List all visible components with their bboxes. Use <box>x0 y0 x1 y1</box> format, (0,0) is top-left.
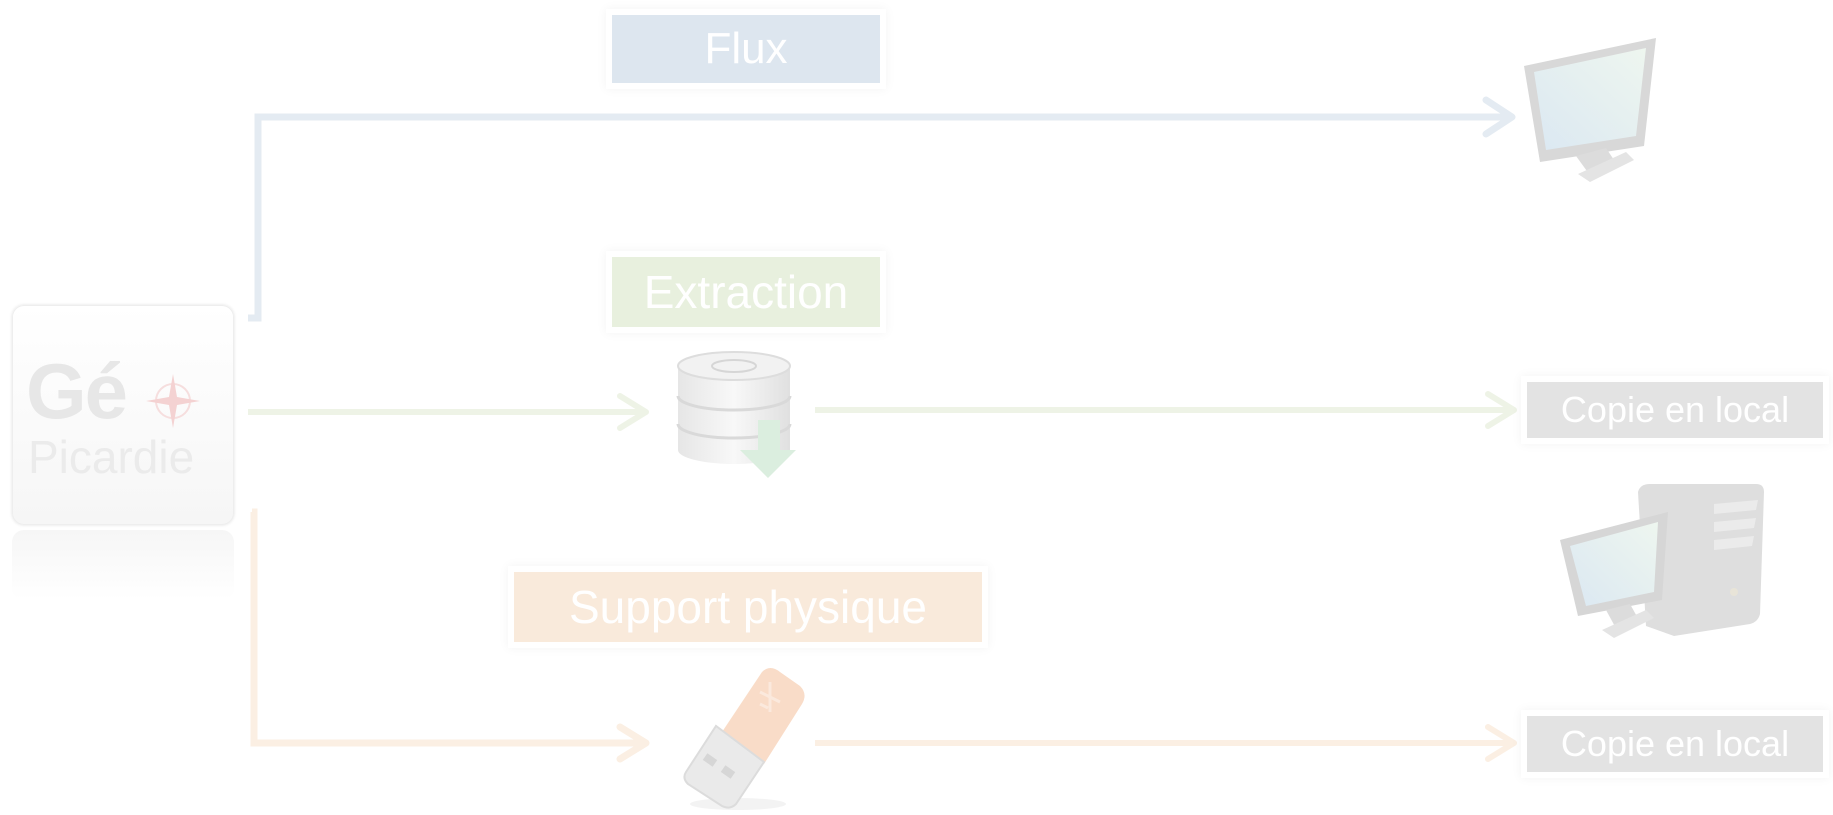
support-connector-left <box>250 508 646 747</box>
desktop-computer-icon <box>1560 484 1764 638</box>
usb-drive-icon <box>683 668 805 810</box>
logo-reflection <box>12 530 234 600</box>
monitor-icon <box>1524 38 1656 182</box>
extraction-arrowhead-left <box>617 393 649 431</box>
logo-text-geo: Gé <box>26 347 128 435</box>
flux-connector <box>248 113 1512 322</box>
copie-en-local-label-support: Copie en local <box>1527 716 1823 772</box>
database-download-icon <box>676 351 796 478</box>
flux-label: Flux <box>612 15 880 83</box>
geopicardie-logo <box>12 305 234 525</box>
support-arrowhead-left <box>616 723 650 763</box>
extraction-arrowhead-right <box>1485 391 1517 429</box>
logo-text-picardie: Picardie <box>28 431 195 483</box>
extraction-label: Extraction <box>612 257 880 327</box>
compass-star-icon <box>146 374 200 428</box>
support-physique-label: Support physique <box>514 572 982 642</box>
support-arrowhead-right <box>1485 724 1517 762</box>
flux-arrowhead <box>1482 96 1516 138</box>
copie-en-local-label-extraction: Copie en local <box>1527 382 1823 438</box>
